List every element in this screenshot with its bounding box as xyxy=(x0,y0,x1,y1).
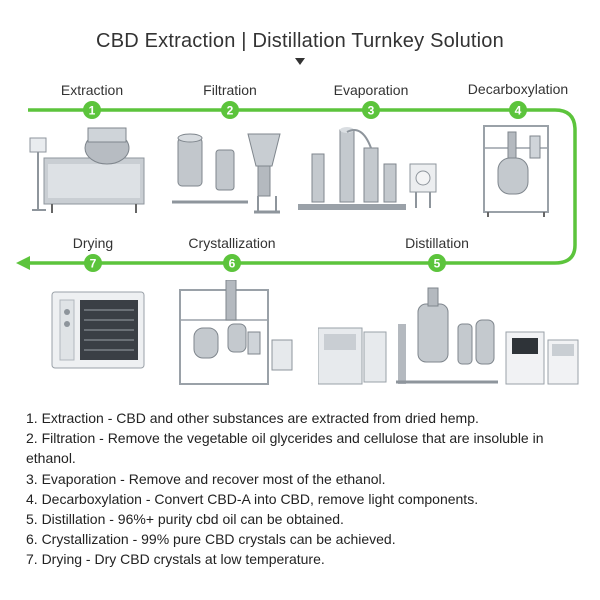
description-drying: 7. Drying - Dry CBD crystals at low temp… xyxy=(26,551,325,568)
svg-text:5: 5 xyxy=(434,257,441,271)
evaporation-equipment-image xyxy=(298,127,437,210)
process-descriptions: 1. Extraction - CBD and other substances… xyxy=(26,408,586,570)
step-label-distillation: Distillation xyxy=(405,235,469,251)
description-distillation: 5. Distillation - 96%+ purity cbd oil ca… xyxy=(26,511,344,528)
page-title: CBD Extraction | Distillation Turnkey So… xyxy=(96,30,504,52)
drying-oven-image xyxy=(51,291,145,369)
description-evaporation: 3. Evaporation - Remove and recover most… xyxy=(26,470,386,487)
description-decarboxylation: 4. Decarboxylation - Convert CBD-A into … xyxy=(26,490,479,507)
svg-text:2: 2 xyxy=(227,104,234,118)
step-circle-1: 1 xyxy=(83,101,101,119)
step-circle-4: 4 xyxy=(509,101,527,119)
step-label-evaporation: Evaporation xyxy=(333,82,409,98)
step-label-drying: Drying xyxy=(72,235,114,251)
step-circle-5: 5 xyxy=(428,254,446,272)
step-label-decarboxylation: Decarboxylation xyxy=(467,81,569,97)
down-arrow-icon xyxy=(295,58,305,65)
extraction-equipment-image xyxy=(29,127,145,213)
svg-text:1: 1 xyxy=(89,104,96,118)
step-circle-7: 7 xyxy=(84,254,102,272)
svg-text:4: 4 xyxy=(515,104,522,118)
filtration-equipment-image xyxy=(172,133,281,214)
step-circle-2: 2 xyxy=(221,101,239,119)
step-label-extraction: Extraction xyxy=(60,82,124,98)
description-crystallization: 6. Crystallization - 99% pure CBD crysta… xyxy=(26,531,396,548)
flow-arrowhead-icon xyxy=(16,256,30,270)
decarboxylation-equipment-image xyxy=(483,125,549,217)
flow-path xyxy=(28,108,577,265)
description-extraction: 1. Extraction - CBD and other substances… xyxy=(26,410,479,426)
step-circle-3: 3 xyxy=(362,101,380,119)
svg-text:6: 6 xyxy=(229,257,236,271)
step-label-crystallization: Crystallization xyxy=(188,235,276,251)
description-filtration: 2. Filtration - Remove the vegetable oil… xyxy=(26,430,544,467)
svg-text:3: 3 xyxy=(368,104,375,118)
step-circle-6: 6 xyxy=(223,254,241,272)
crystallization-equipment-image xyxy=(179,280,293,385)
distillation-equipment-image xyxy=(318,287,579,385)
svg-text:7: 7 xyxy=(90,257,97,271)
step-label-filtration: Filtration xyxy=(203,82,257,98)
